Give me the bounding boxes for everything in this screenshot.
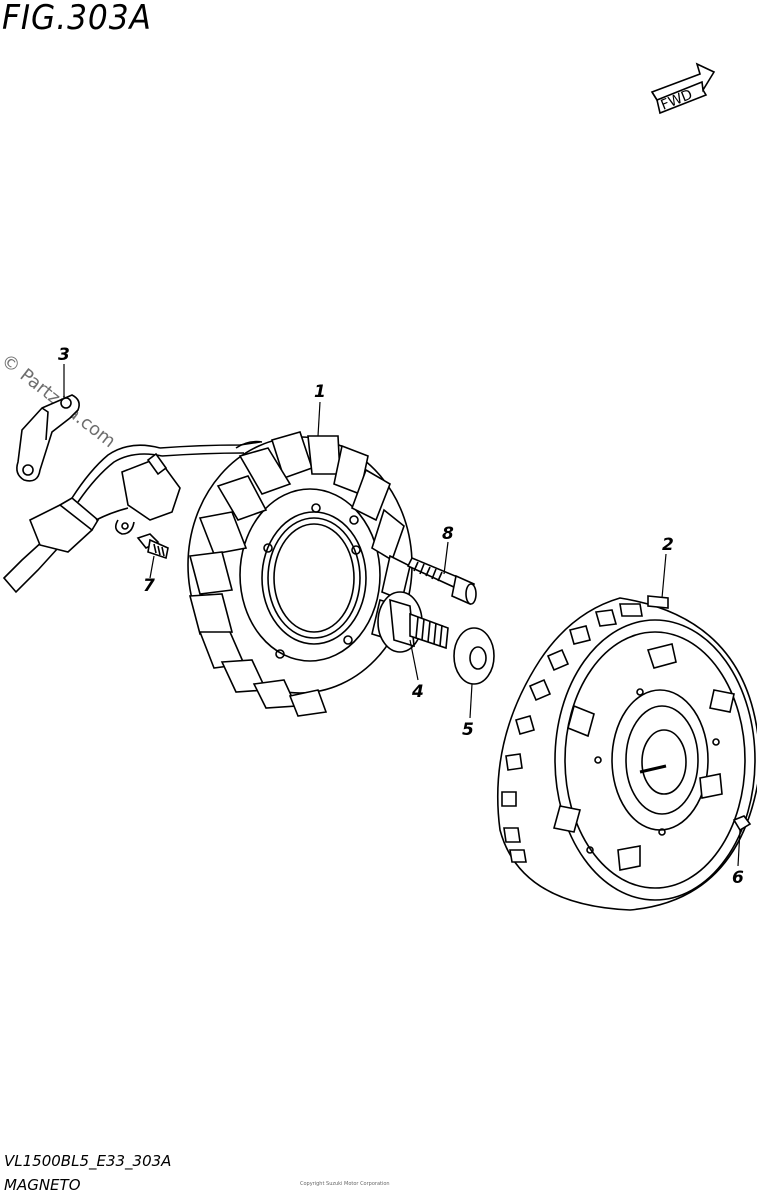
leader-lines <box>63 364 741 867</box>
part-8-bolt <box>406 556 477 606</box>
part-3-clamp <box>16 394 80 482</box>
copyright-small-print: Copyright Suzuki Motor Corporation <box>300 1181 390 1187</box>
figure-code: VL1500BL5_E33_303A <box>4 1152 172 1170</box>
part-7-screw <box>136 533 169 560</box>
callout-6: 6 <box>732 868 744 888</box>
callout-4: 4 <box>412 682 424 702</box>
part-4-flange-bolt <box>377 591 449 653</box>
part-6-key <box>732 815 752 832</box>
fwd-arrow-icon: FWD <box>650 62 716 115</box>
callout-8: 8 <box>442 524 454 544</box>
wire-harness <box>2 440 263 594</box>
callout-5: 5 <box>462 720 474 740</box>
figure-name: MAGNETO <box>4 1176 81 1194</box>
callout-3: 3 <box>58 345 70 365</box>
callout-7: 7 <box>143 576 155 596</box>
part-1-stator <box>187 431 413 717</box>
figure-title: FIG.303A <box>2 0 152 38</box>
callout-1: 1 <box>314 382 326 402</box>
callout-2: 2 <box>662 535 674 555</box>
part-2-rotor <box>496 595 757 911</box>
part-5-washer <box>453 627 495 685</box>
